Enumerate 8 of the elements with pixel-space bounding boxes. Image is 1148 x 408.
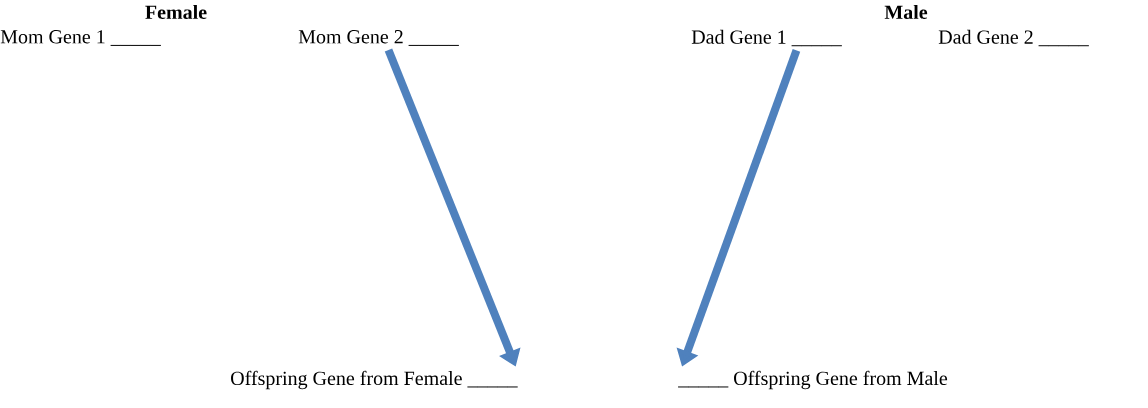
offspring-blank-text: _____ Offspring Gene from Male (678, 370, 948, 390)
gene-blank-text: Dad Gene 2 _____ (938, 29, 1089, 47)
gene-blank-text: Mom Gene 1 _____ (0, 30, 161, 46)
gene-blank-text: Mom Gene 2 _____ (298, 30, 459, 46)
heading: Female (145, 4, 207, 20)
gene-blank-text: Dad Gene 1 _____ (691, 29, 842, 47)
heading: Male (884, 4, 928, 20)
offspring-blank-text: Offspring Gene from Female _____ (231, 370, 518, 390)
